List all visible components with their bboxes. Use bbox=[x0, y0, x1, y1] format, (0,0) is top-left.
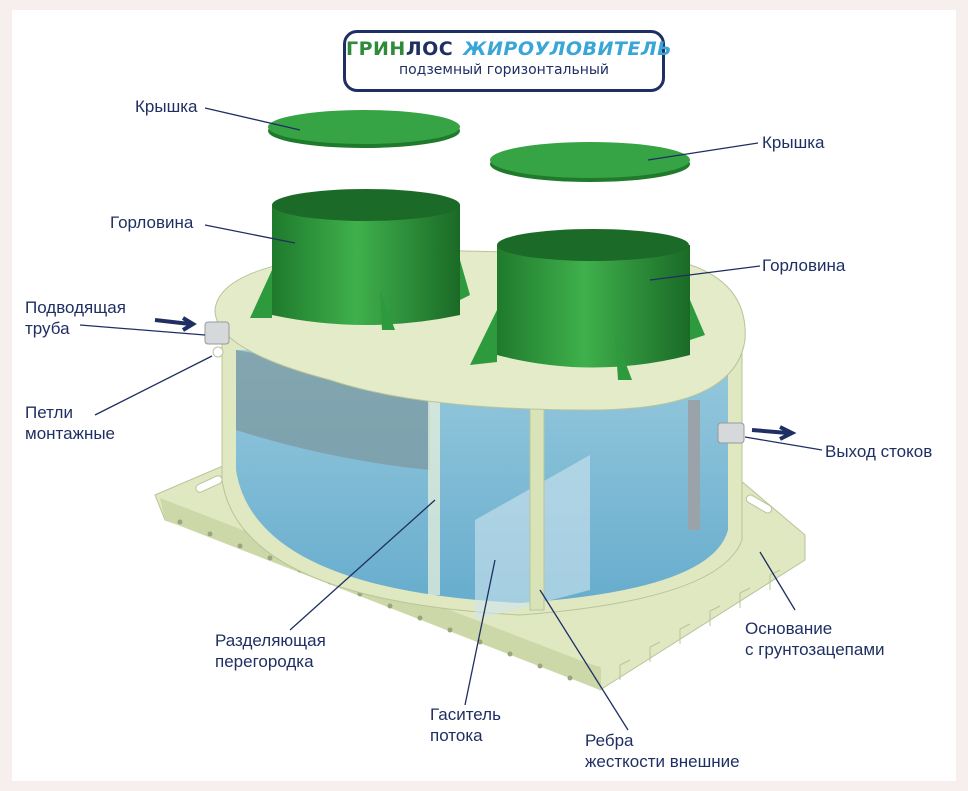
label-base: Основание с грунтозацепами bbox=[745, 618, 885, 660]
label-ribs-line2: жесткости внешние bbox=[585, 752, 740, 771]
label-lid-right: Крышка bbox=[762, 133, 825, 152]
lid-left bbox=[268, 110, 460, 148]
neck-left bbox=[250, 189, 470, 330]
separating-partition bbox=[428, 385, 440, 595]
label-loops-line1: Петли bbox=[25, 403, 73, 422]
label-neck-left: Горловина bbox=[110, 213, 194, 232]
title-banner: ГРИНЛОС ЖИРОУЛОВИТЕЛЬ подземный горизонта… bbox=[343, 30, 672, 92]
product-name: ЖИРОУЛОВИТЕЛЬ bbox=[463, 38, 673, 60]
label-loops: Петли монтажные bbox=[25, 402, 115, 444]
label-partition: Разделяющая перегородка bbox=[215, 630, 326, 672]
label-neck-right: Горловина bbox=[762, 256, 846, 275]
label-inlet: Подводящая труба bbox=[25, 297, 126, 339]
label-base-line2: с грунтозацепами bbox=[745, 640, 885, 659]
lid-right bbox=[490, 142, 690, 182]
neck-right bbox=[470, 229, 705, 380]
label-damper-line1: Гаситель bbox=[430, 705, 501, 724]
label-ribs: Ребра жесткости внешние bbox=[585, 730, 740, 772]
label-partition-line2: перегородка bbox=[215, 652, 314, 671]
label-outlet: Выход стоков bbox=[825, 442, 933, 461]
label-loops-line2: монтажные bbox=[25, 424, 116, 443]
label-damper-line2: потока bbox=[430, 726, 483, 745]
label-lid-left: Крышка bbox=[135, 97, 198, 116]
label-base-line1: Основание bbox=[745, 619, 833, 638]
label-inlet-line2: труба bbox=[25, 319, 70, 338]
label-damper: Гаситель потока bbox=[430, 704, 501, 746]
label-ribs-line1: Ребра bbox=[585, 731, 634, 750]
outlet-arrow-icon bbox=[751, 425, 797, 441]
stiffening-rib bbox=[529, 399, 545, 611]
subtitle: подземный горизонтальный bbox=[398, 62, 610, 78]
inlet-arrow-icon bbox=[154, 316, 197, 332]
outlet-pipe-internal bbox=[688, 400, 700, 530]
inlet-pipe bbox=[204, 321, 230, 345]
brand-dark: ЛОС bbox=[405, 38, 454, 60]
outlet-pipe bbox=[717, 422, 745, 444]
label-inlet-line1: Подводящая bbox=[25, 298, 126, 317]
mounting-loop bbox=[212, 346, 224, 358]
label-partition-line1: Разделяющая bbox=[215, 631, 326, 650]
brand-green: ГРИН bbox=[346, 38, 406, 60]
leader-lines bbox=[79, 107, 823, 731]
